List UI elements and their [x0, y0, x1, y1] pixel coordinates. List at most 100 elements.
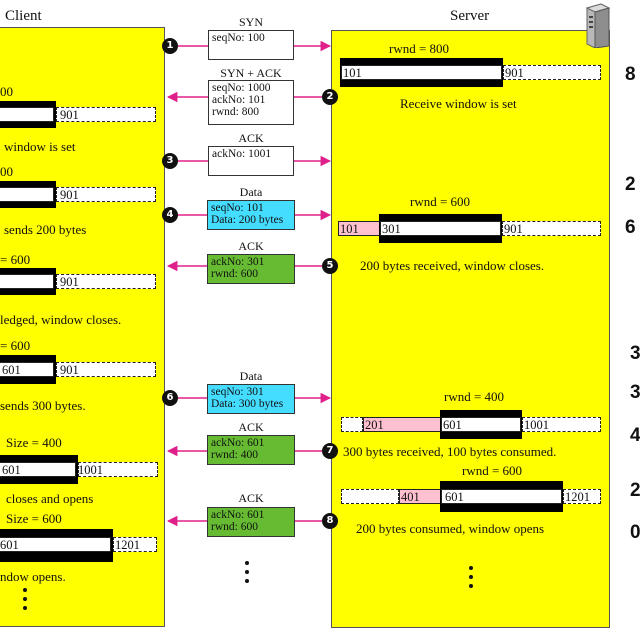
- client-buffer-5: [78, 462, 158, 477]
- server-buffer-3: [522, 417, 601, 432]
- client-label-11: Size = 600: [6, 511, 62, 526]
- client-num-9: 1201: [115, 538, 140, 552]
- client-buffer-4: [56, 362, 156, 377]
- server-num-4: 301: [382, 222, 401, 236]
- server-window-2-body: [380, 221, 501, 236]
- server-label-1: rwnd = 800: [389, 41, 450, 56]
- msg-1-line-1: seqNo: 100: [212, 32, 265, 44]
- server-label-7: rwnd = 600: [462, 463, 523, 478]
- client-label-10: closes and opens: [6, 491, 94, 506]
- msg-2-line-2: ackNo: 101: [212, 94, 266, 106]
- client-label-1: 00: [0, 84, 13, 99]
- client-num-4: 601: [2, 363, 21, 377]
- msg-6-line-2: Data: 300 bytes: [211, 398, 284, 410]
- client-label-6: ledged, window closes.: [0, 312, 122, 327]
- msg-3-label: ACK: [238, 131, 264, 145]
- client-label-8: sends 300 bytes.: [0, 398, 86, 413]
- msg-1-badge: 1: [162, 38, 178, 54]
- msg-2-label: SYN + ACK: [220, 66, 282, 80]
- msg-4-box: seqNo: 101 Data: 200 bytes: [207, 200, 295, 230]
- client-window-2-body: [0, 187, 54, 202]
- client-window-1-body: [0, 107, 54, 122]
- server-num-9: 401: [401, 490, 420, 504]
- msg-5-badge: 5: [322, 258, 338, 274]
- client-label-5: = 600: [0, 252, 31, 267]
- client-buffer-1: [56, 107, 156, 122]
- client-buffer-2: [56, 187, 156, 202]
- server-num-11: 1201: [565, 490, 590, 504]
- side-number-8: 0: [630, 522, 640, 543]
- server-label-5: rwnd = 400: [444, 389, 505, 404]
- client-label-7: = 600: [0, 338, 31, 353]
- msg-2-badge: 2: [322, 89, 338, 105]
- server-label-2: Receive window is set: [400, 96, 517, 111]
- msg-4-line-2: Data: 200 bytes: [211, 214, 284, 226]
- server-buffer-2: [502, 221, 601, 236]
- msg-8-badge: 8: [322, 513, 338, 529]
- client-num-7: 1001: [78, 463, 103, 477]
- msg-2-line-1: seqNo: 1000: [212, 82, 271, 94]
- middle-continuation-dots: [245, 561, 251, 588]
- server-window-1-body: [341, 65, 502, 80]
- side-number-6: 4: [630, 425, 640, 446]
- msg-6-badge: 6: [162, 390, 178, 406]
- msg-7-line-1: ackNo: 601: [211, 437, 265, 449]
- server-label-8: 200 bytes consumed, window opens: [356, 521, 545, 536]
- client-label-3: 00: [0, 164, 13, 179]
- msg-5-label: ACK: [238, 239, 264, 253]
- client-num-3: 901: [60, 275, 79, 289]
- msg-2-line-3: rwnd: 800: [212, 106, 259, 118]
- client-label-12: ndow opens.: [0, 569, 66, 584]
- side-number-3: 6: [625, 217, 636, 238]
- server-buffer-1: [503, 65, 601, 80]
- msg-3-line-1: ackNo: 1001: [212, 148, 272, 160]
- server-label-6: 300 bytes received, 100 bytes consumed.: [343, 444, 557, 459]
- server-window-3-body: [441, 417, 521, 432]
- msg-4-line-1: seqNo: 101: [211, 202, 264, 214]
- msg-8-line-1: ackNo: 601: [211, 509, 265, 521]
- msg-7-line-2: rwnd: 400: [211, 449, 258, 461]
- msg-7-badge: 7: [322, 443, 338, 459]
- server-num-1: 101: [343, 66, 362, 80]
- client-window-4-body: [0, 362, 54, 377]
- side-number-5: 3: [630, 382, 640, 403]
- msg-4-badge: 4: [162, 207, 178, 223]
- client-window-6-body: [0, 537, 111, 552]
- server-num-8: 1001: [524, 418, 549, 432]
- client-num-8: 601: [0, 538, 19, 552]
- msg-3-badge: 3: [162, 153, 178, 169]
- server-header: Server: [450, 8, 490, 24]
- msg-8-label: ACK: [238, 491, 264, 505]
- server-panel: [331, 30, 610, 628]
- msg-8-box: ackNo: 601 rwnd: 600: [207, 507, 295, 537]
- msg-4-label: Data: [239, 185, 263, 199]
- server-num-2: 901: [505, 66, 524, 80]
- client-continuation-dots: [23, 588, 29, 615]
- client-label-2: window is set: [4, 139, 76, 154]
- server-computer-icon: [585, 3, 611, 48]
- msg-6-label: Data: [239, 369, 263, 383]
- msg-7-label: ACK: [238, 420, 264, 434]
- client-header: Client: [5, 8, 42, 24]
- server-label-4: 200 bytes received, window closes.: [360, 258, 545, 273]
- server-buffer-4a: [341, 489, 399, 504]
- client-num-1: 901: [60, 108, 79, 122]
- msg-1-box: seqNo: 100: [208, 30, 294, 60]
- side-number-7: 2: [630, 480, 640, 501]
- msg-5-box: ackNo: 301 rwnd: 600: [207, 254, 295, 284]
- server-buffer-4: [563, 489, 601, 504]
- client-buffer-3: [56, 274, 156, 289]
- client-num-6: 601: [2, 463, 21, 477]
- server-num-6: 201: [365, 418, 384, 432]
- client-window-5-body: [0, 462, 76, 477]
- server-num-5: 901: [504, 222, 523, 236]
- server-num-7: 601: [443, 418, 462, 432]
- server-continuation-dots: [469, 566, 475, 593]
- msg-3-box: ackNo: 1001: [208, 146, 294, 176]
- msg-1-label: SYN: [238, 15, 263, 29]
- msg-6-line-1: seqNo: 301: [211, 386, 264, 398]
- server-buffer-3a: [341, 417, 363, 432]
- msg-6-box: seqNo: 301 Data: 300 bytes: [207, 384, 295, 414]
- client-num-2: 901: [60, 188, 79, 202]
- server-label-3: rwnd = 600: [410, 194, 471, 209]
